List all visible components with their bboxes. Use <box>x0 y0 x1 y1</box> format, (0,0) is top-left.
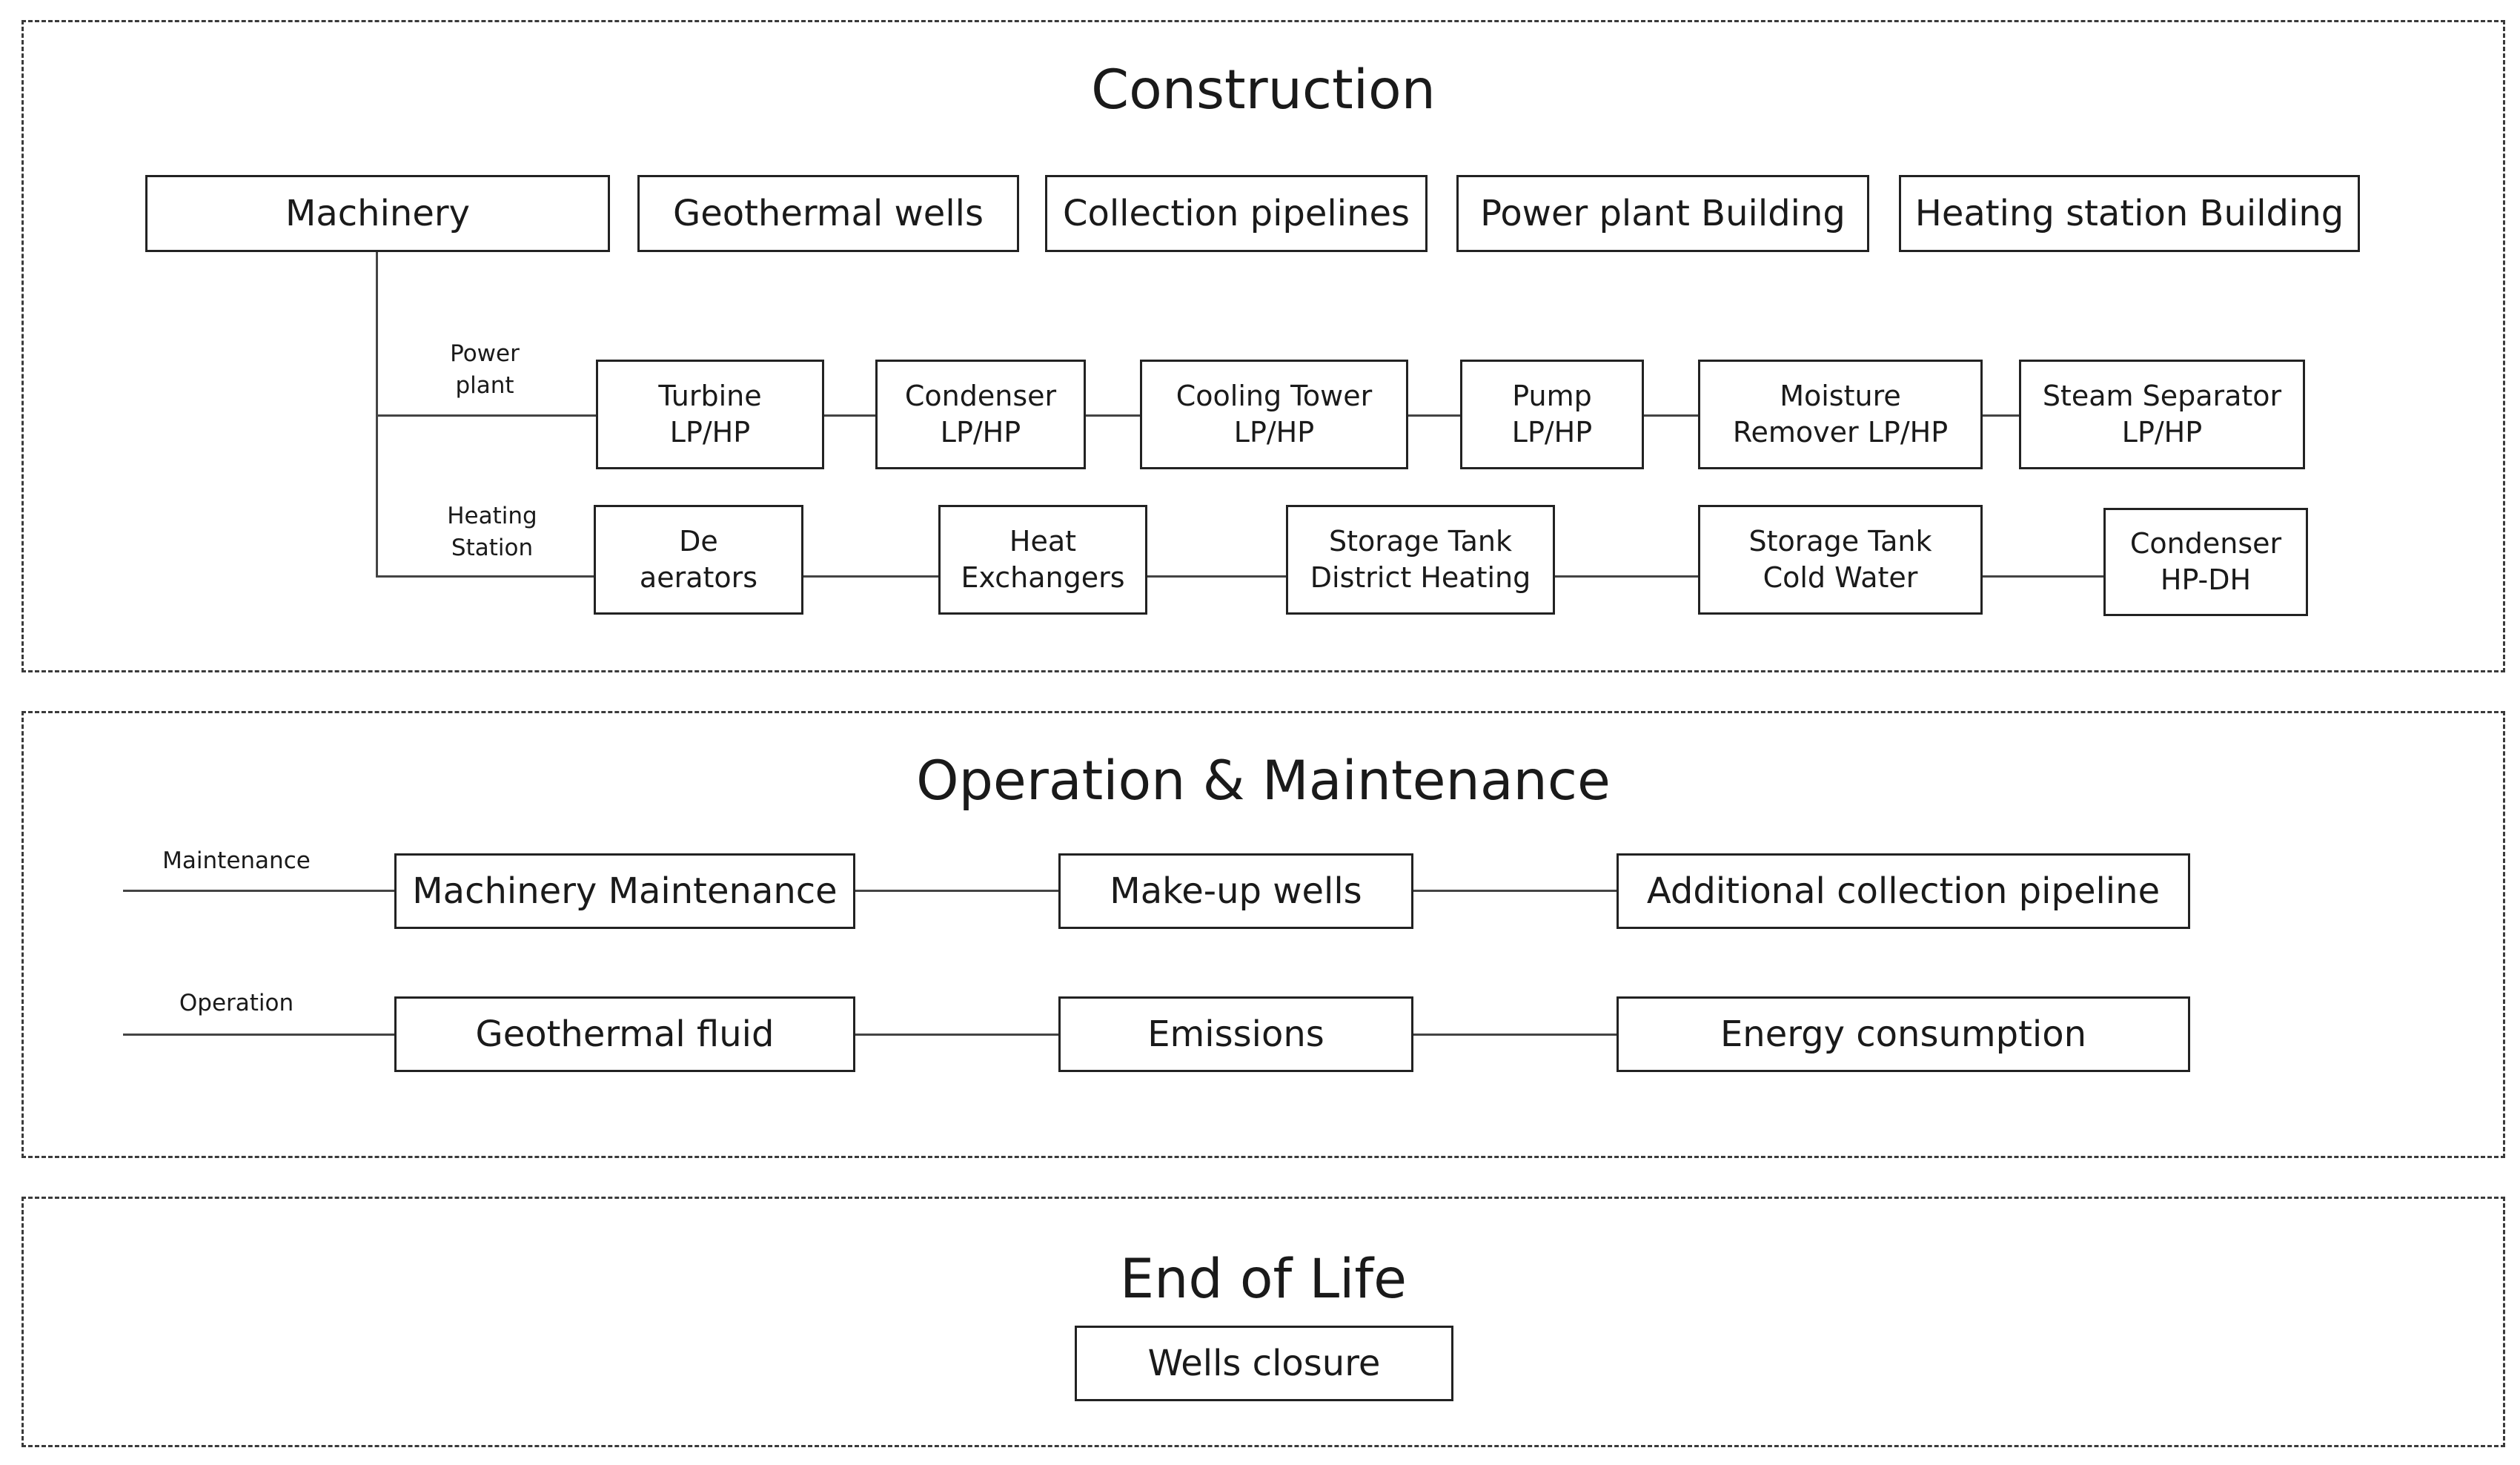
connector <box>855 1034 1058 1036</box>
power-plant-label: Power plant <box>450 340 520 400</box>
heating-station-label: Heating Station <box>447 503 537 562</box>
machinery-box: Machinery <box>145 175 610 252</box>
end-of-life-section: End of Life <box>21 1197 2505 1447</box>
cooling-tower-box: Cooling Tower LP/HP <box>1140 360 1408 469</box>
construction-section: Construction <box>21 20 2505 672</box>
condenser-box: Condenser LP/HP <box>875 360 1086 469</box>
end-of-life-title: End of Life <box>1119 1248 1407 1311</box>
energy-consumption-box: Energy consumption <box>1617 996 2190 1072</box>
operation-lead-line <box>123 1034 394 1036</box>
heating-station-branch-line <box>376 575 594 578</box>
emissions-box: Emissions <box>1058 996 1413 1072</box>
collection-pipelines-box: Collection pipelines <box>1045 175 1428 252</box>
machinery-trunk-line <box>376 252 378 576</box>
connector <box>1413 1034 1617 1036</box>
connector <box>824 414 875 417</box>
maintenance-label: Maintenance <box>162 847 311 874</box>
heating-station-building-box: Heating station Building <box>1899 175 2360 252</box>
connector <box>1086 414 1140 417</box>
maintenance-lead-line <box>123 890 394 892</box>
connector <box>1555 575 1698 578</box>
connector <box>1147 575 1286 578</box>
storage-tank-cold-water-box: Storage Tank Cold Water <box>1698 505 1983 615</box>
connector <box>803 575 938 578</box>
pump-box: Pump LP/HP <box>1460 360 1644 469</box>
wells-closure-box: Wells closure <box>1075 1326 1453 1401</box>
connector <box>1408 414 1460 417</box>
moisture-remover-box: Moisture Remover LP/HP <box>1698 360 1983 469</box>
storage-tank-district-heating-box: Storage Tank District Heating <box>1286 505 1555 615</box>
connector <box>1413 890 1617 892</box>
power-plant-building-box: Power plant Building <box>1456 175 1869 252</box>
make-up-wells-box: Make-up wells <box>1058 853 1413 929</box>
power-plant-branch-line <box>376 414 596 417</box>
additional-collection-pipeline-box: Additional collection pipeline <box>1617 853 2190 929</box>
connector <box>1983 575 2103 578</box>
operation-maintenance-title: Operation & Maintenance <box>916 750 1611 813</box>
operation-maintenance-section: Operation & Maintenance <box>21 711 2505 1158</box>
geothermal-fluid-box: Geothermal fluid <box>394 996 855 1072</box>
connector <box>1644 414 1698 417</box>
machinery-maintenance-box: Machinery Maintenance <box>394 853 855 929</box>
steam-separator-box: Steam Separator LP/HP <box>2019 360 2305 469</box>
operation-label: Operation <box>179 990 294 1016</box>
connector <box>1983 414 2019 417</box>
condenser-hp-dh-box: Condenser HP-DH <box>2103 508 2308 616</box>
heat-exchangers-box: Heat Exchangers <box>938 505 1147 615</box>
connector <box>855 890 1058 892</box>
deaerators-box: De aerators <box>594 505 803 615</box>
geothermal-wells-box: Geothermal wells <box>637 175 1019 252</box>
turbine-box: Turbine LP/HP <box>596 360 824 469</box>
construction-title: Construction <box>1091 59 1436 122</box>
